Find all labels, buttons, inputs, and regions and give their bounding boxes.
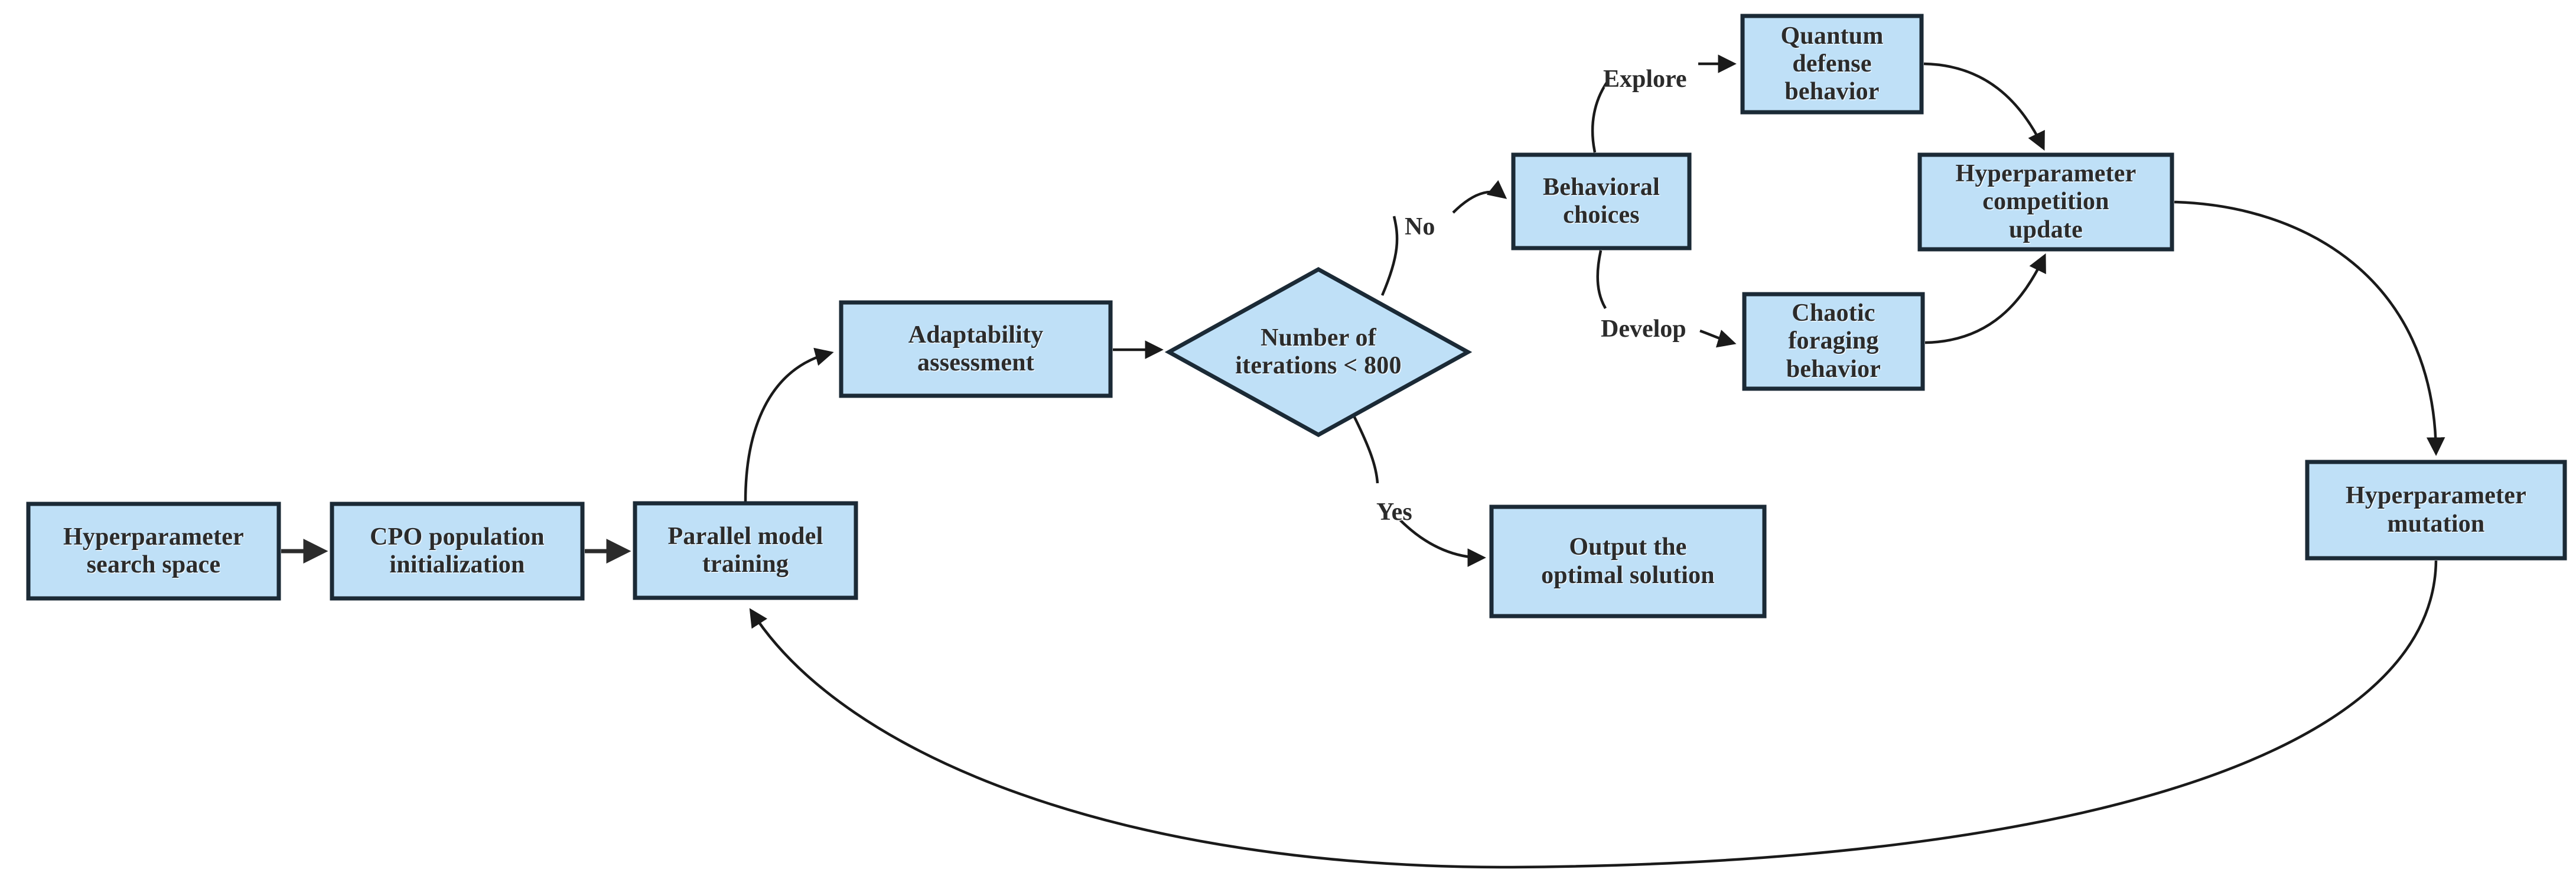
edge-label-no: No [1405, 213, 1435, 240]
edge-label-develop: Develop [1601, 315, 1686, 343]
node-chaotic-foraging-behavior[interactable] [1742, 292, 1925, 391]
edge-parallel-to-adaptability [744, 347, 834, 502]
node-output-the-optimal-solution[interactable] [1489, 504, 1767, 618]
edge-behavioral-to-quantum [1591, 64, 1732, 153]
node-number-of-iterations-decision[interactable] [1164, 266, 1473, 438]
edge-competition-to-mutation [2174, 200, 2445, 456]
edge-decision-no-to-behavioral [1380, 192, 1503, 296]
node-hyperparameter-search-space[interactable] [26, 502, 281, 601]
edge-label-yes: Yes [1376, 499, 1412, 526]
node-parallel-model-training[interactable] [633, 501, 858, 600]
node-adaptability-assessment[interactable] [839, 300, 1113, 398]
edge-chaotic-to-competition [1924, 253, 2046, 344]
node-cpo-population-initialization[interactable] [330, 502, 585, 601]
node-hyperparameter-competition-update[interactable] [1917, 152, 2174, 252]
node-behavioral-choices[interactable] [1511, 152, 1692, 250]
node-hyperparameter-mutation[interactable] [2305, 460, 2567, 561]
edge-behavioral-to-chaotic [1596, 250, 1732, 343]
edge-mutation-to-parallel [749, 560, 2438, 869]
edge-label-explore: Explore [1603, 66, 1687, 93]
edge-quantum-to-competition [1923, 62, 2045, 151]
node-quantum-defense-behavior[interactable] [1740, 14, 1924, 115]
edge-decision-yes-to-output [1351, 412, 1481, 558]
